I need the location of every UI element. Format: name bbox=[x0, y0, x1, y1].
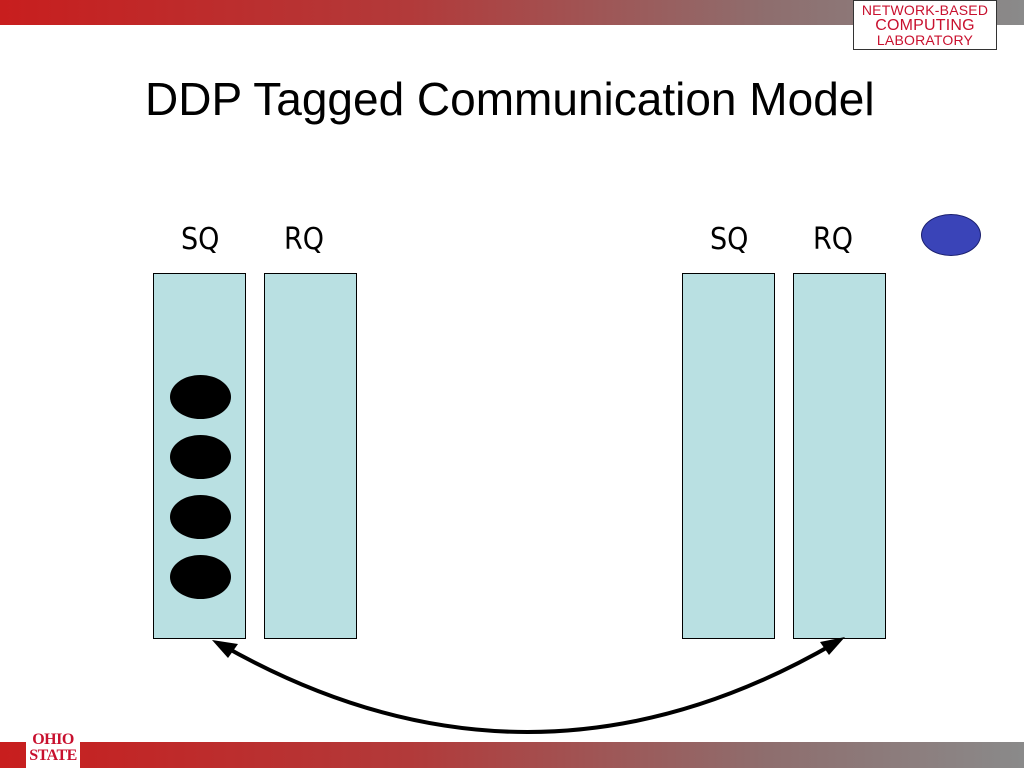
right-sq-label: SQ bbox=[710, 222, 749, 257]
footer-bar bbox=[0, 742, 1024, 768]
left-receive-queue bbox=[264, 273, 357, 639]
transfer-arrow-curve bbox=[221, 641, 837, 734]
work-request-token bbox=[170, 375, 231, 419]
lab-logo-line2: COMPUTING bbox=[875, 16, 975, 34]
blue-message-token bbox=[921, 214, 981, 256]
right-rq-label: RQ bbox=[813, 222, 854, 257]
work-request-token bbox=[170, 555, 231, 599]
work-request-token bbox=[170, 435, 231, 479]
right-send-queue bbox=[682, 273, 775, 639]
left-rq-label: RQ bbox=[284, 222, 325, 257]
transfer-arrow-right-head bbox=[820, 637, 845, 655]
left-sq-label: SQ bbox=[181, 222, 220, 257]
ohio-state-logo-line1: OHIO bbox=[32, 731, 74, 748]
lab-logo-line3: LABORATORY bbox=[876, 31, 974, 48]
ohio-state-logo-line2: STATE bbox=[29, 747, 77, 764]
lab-logo-line1: NETWORK-BASED bbox=[861, 1, 989, 18]
ohio-state-logo: OHIO STATE bbox=[26, 728, 80, 768]
right-receive-queue bbox=[793, 273, 886, 639]
slide-title: DDP Tagged Communication Model bbox=[145, 73, 875, 125]
work-request-token bbox=[170, 495, 231, 539]
transfer-arrow-left-head bbox=[212, 640, 238, 658]
lab-logo: NETWORK-BASED COMPUTING LABORATORY bbox=[853, 0, 997, 50]
